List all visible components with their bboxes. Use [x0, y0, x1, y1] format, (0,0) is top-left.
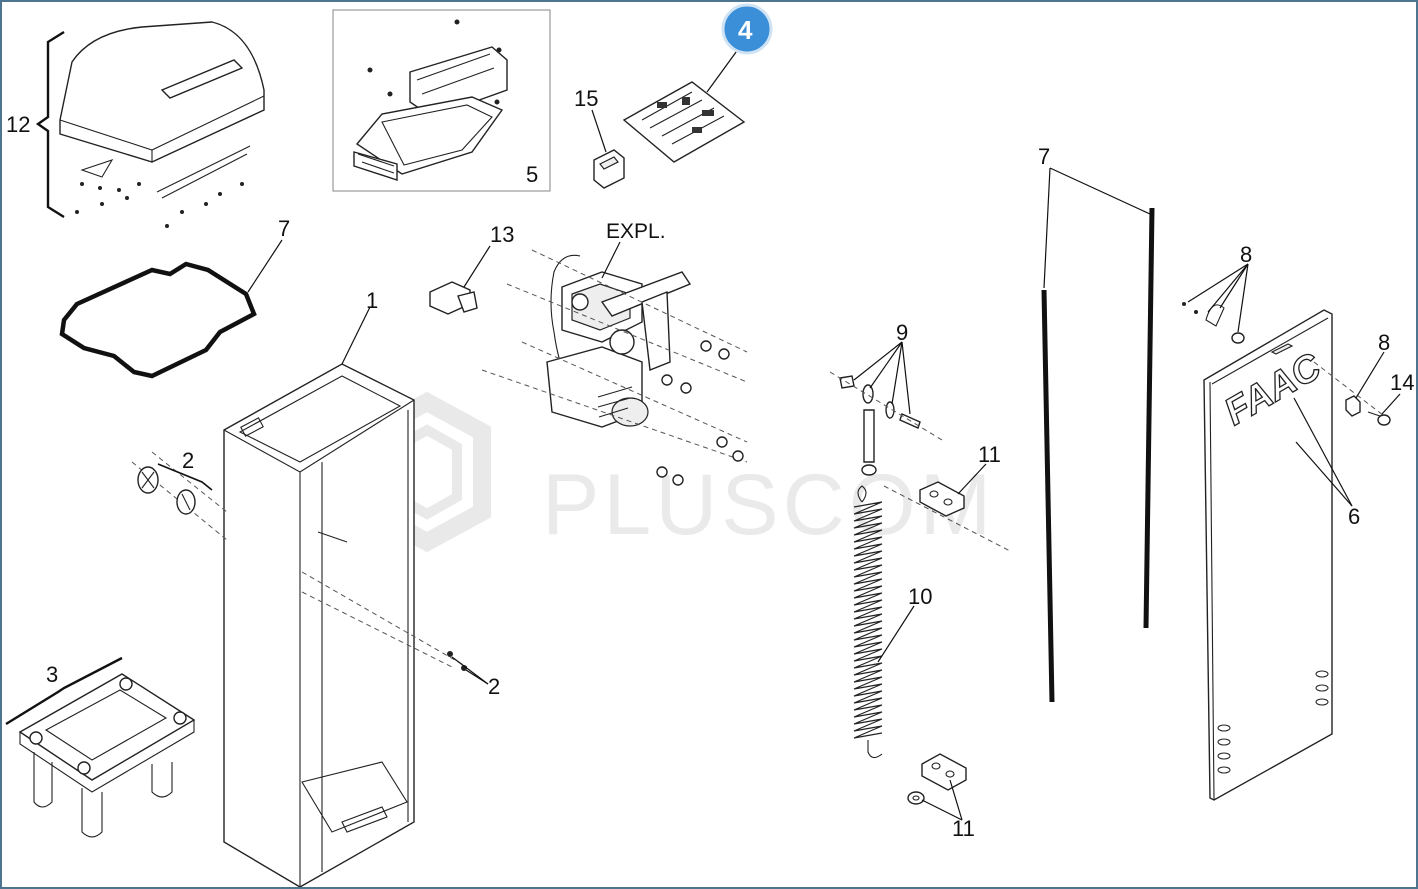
leader-2b — [465, 669, 489, 685]
leader-10 — [877, 605, 915, 663]
callout-2-upper: 2 — [182, 448, 194, 473]
part-5-assembly — [353, 19, 508, 181]
watermark: PLUSCOM — [363, 391, 995, 553]
callout-2-lower: 2 — [488, 674, 500, 699]
part-expl-motor-assembly — [546, 254, 692, 428]
callout-7-right: 7 — [1038, 144, 1050, 169]
leader-expl — [601, 241, 621, 279]
alignment-lines-motor — [481, 249, 748, 463]
callout-1: 1 — [366, 288, 378, 313]
part-11-lower-bracket — [907, 753, 967, 805]
leader-9 — [853, 341, 911, 415]
leader-7-right-a — [1043, 167, 1051, 289]
part-7-seal-strips — [1041, 207, 1155, 703]
leader-1 — [341, 306, 371, 365]
leader-14 — [1381, 393, 1401, 415]
brace-2-upper — [157, 463, 213, 491]
part-14-key — [1367, 411, 1391, 426]
callout-13: 13 — [490, 222, 514, 247]
part-6-front-panel: FAAC — [1203, 309, 1333, 801]
leader-7-right-b — [1049, 167, 1151, 215]
part-15-switch — [593, 149, 625, 189]
part-4-board — [622, 81, 746, 163]
leader-6 — [1293, 397, 1353, 507]
leader-13 — [463, 245, 491, 288]
part-1-column — [223, 363, 415, 887]
callout-12: 12 — [6, 112, 30, 137]
callout-15: 15 — [574, 86, 598, 111]
alignment-line-9 — [829, 371, 943, 441]
alignment-line-11 — [883, 485, 1013, 553]
leader-8-right — [1355, 351, 1385, 399]
callout-8-upper: 8 — [1240, 242, 1252, 267]
callout-6: 6 — [1348, 504, 1360, 529]
callout-11-upper: 11 — [978, 442, 1001, 467]
callout-expl: EXPL. — [606, 220, 666, 243]
part-2-upper-caps — [137, 466, 196, 515]
part-8-upper-fasteners — [1182, 302, 1245, 344]
leader-15 — [591, 109, 607, 153]
watermark-text: PLUSCOM — [542, 457, 995, 553]
callout-8-right: 8 — [1378, 330, 1390, 355]
callout-9: 9 — [896, 320, 908, 345]
callout-5: 5 — [526, 162, 538, 187]
part-8-right-nut — [1345, 395, 1361, 417]
callout-11-lower: 11 — [952, 816, 975, 841]
brace-3 — [5, 656, 123, 726]
leader-8-upper — [1187, 263, 1249, 333]
brace-12 — [35, 30, 65, 219]
badge-4: 4 — [721, 3, 773, 55]
part-12-cover — [59, 21, 265, 228]
leader-11-upper — [957, 463, 987, 495]
part-10-spring — [853, 485, 883, 759]
callout-10: 10 — [908, 584, 932, 609]
motor-washers — [656, 340, 744, 486]
leader-11b — [921, 799, 963, 821]
callout-7-left: 7 — [278, 216, 290, 241]
callout-3: 3 — [46, 662, 58, 687]
callout-14: 14 — [1390, 370, 1414, 395]
part-7-gasket — [59, 261, 257, 379]
leader-7-left — [247, 239, 283, 293]
part-3-base-plate — [18, 673, 196, 838]
badge-circle — [721, 3, 773, 55]
part-11-upper-bracket — [919, 481, 965, 517]
leader-4 — [706, 47, 740, 93]
part-13-bracket — [429, 281, 478, 315]
leader-11a — [949, 779, 963, 821]
part-5-box — [332, 9, 551, 192]
badge-number: 4 — [738, 15, 753, 45]
alignment-line-6 — [1313, 361, 1393, 423]
